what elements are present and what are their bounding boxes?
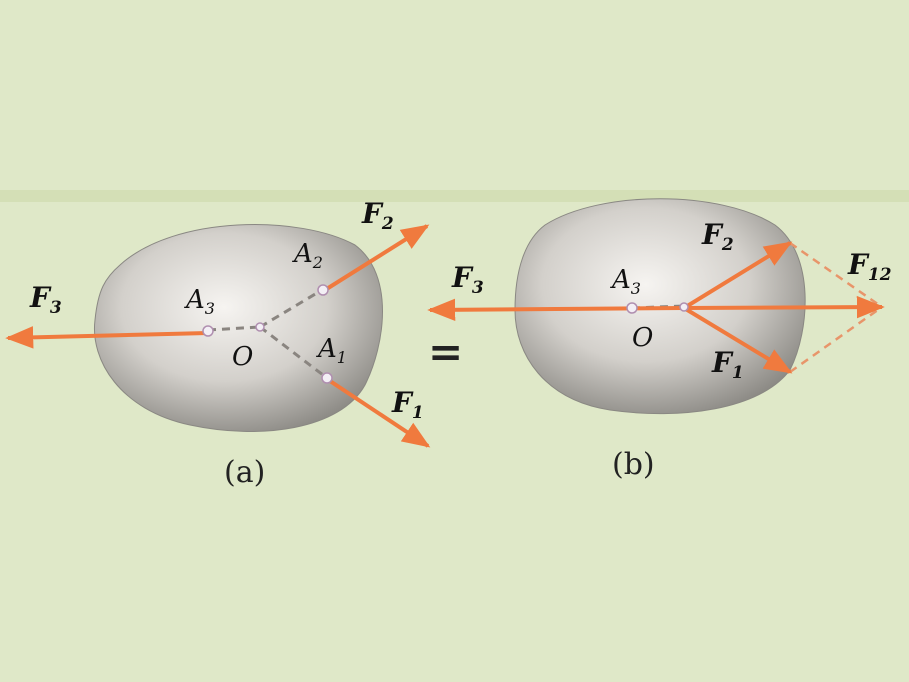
point-o-b [679,302,689,312]
label-f12: F12 [847,248,892,285]
dash-a3-o [207,325,261,332]
label-a2: A2 [292,239,323,272]
caption-a: (a) [224,455,265,490]
label-f3-b: F3 [451,261,484,298]
point-a2 [317,284,329,296]
diagram-b: F3 A3 O F2 F1 F12 (b) [427,198,892,482]
point-a1 [321,372,333,384]
parallelogram-top [789,241,883,309]
dash-o-a1 [259,325,328,380]
force-f3-arrow [5,326,209,349]
label-f2-b: F2 [701,218,734,255]
equals-sign: = [428,327,463,376]
label-o: O [232,342,253,372]
caption-b: (b) [612,447,655,482]
label-f1-b: F1 [711,346,744,383]
force-f2-arrow-b [682,241,793,310]
force-f2-arrow [323,224,430,292]
dash-o-a2 [259,288,323,329]
point-a3 [202,325,214,337]
label-a3-b: A3 [610,265,641,298]
background-band [0,190,909,202]
label-f2: F2 [361,197,394,234]
force-f1-arrow-b [682,306,793,374]
label-o-b: O [632,323,653,353]
point-a3-b [626,302,638,314]
label-a3: A3 [184,285,215,318]
diagram-a: F3 A3 O A2 F2 A1 F1 (a) [5,197,431,490]
label-a1: A1 [316,334,347,367]
parallelogram-bottom [789,305,883,374]
force-f1-arrow [325,377,431,448]
label-f3: F3 [29,281,62,318]
label-f1: F1 [391,386,424,423]
point-o [255,322,265,332]
force-f12-arrow [683,295,885,319]
force-f3-arrow-b [427,298,685,322]
